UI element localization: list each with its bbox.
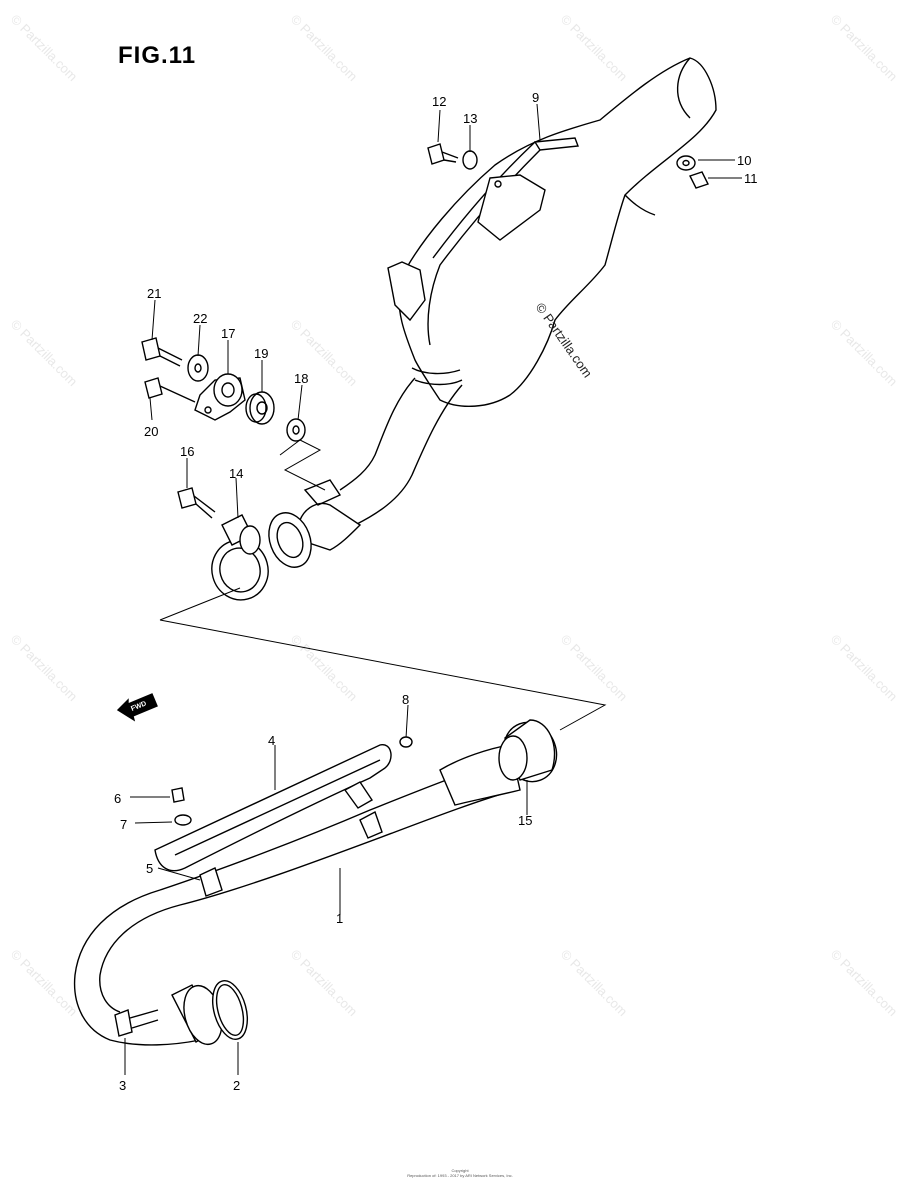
connector-pipe	[268, 377, 463, 568]
watermark-text: © Partzilla.com	[828, 947, 901, 1020]
watermark-text: © Partzilla.com	[558, 947, 631, 1020]
callout-11: 11	[744, 171, 758, 186]
page-footer: Copyright Reproduction of: 1993 - 2017 b…	[380, 1168, 540, 1178]
small-fasteners	[171, 736, 413, 826]
callout-17: 17	[221, 326, 235, 341]
callout-19: 19	[254, 346, 268, 361]
callout-3: 3	[119, 1078, 126, 1093]
muffler-part-9	[387, 57, 717, 408]
fasteners-9-group	[427, 143, 709, 189]
heat-protector-part-4	[154, 744, 392, 872]
watermark-text: © Partzilla.com	[828, 632, 901, 705]
watermark-text: © Partzilla.com	[8, 632, 81, 705]
watermark-text: © Partzilla.com	[8, 12, 81, 85]
callout-1: 1	[336, 911, 343, 926]
exhaust-joint-parts	[114, 980, 248, 1046]
callout-14: 14	[229, 466, 243, 481]
leader-lines	[124, 103, 742, 1075]
watermark-text: © Partzilla.com	[288, 947, 361, 1020]
assembly-guide-lines	[159, 439, 607, 731]
callout-12: 12	[432, 94, 446, 109]
bolt-part-16	[177, 487, 216, 519]
figure-title: FIG.11	[118, 42, 197, 69]
clamp-part-14	[211, 514, 269, 601]
callout-8: 8	[402, 692, 409, 707]
callout-4: 4	[268, 733, 275, 748]
watermark-text: © Partzilla.com	[558, 12, 631, 85]
watermark-text: © Partzilla.com	[8, 317, 81, 390]
background-watermarks: © Partzilla.com © Partzilla.com © Partzi…	[8, 12, 901, 1020]
exhaust-header-pipe-part-1	[73, 721, 558, 1046]
watermark-text: © Partzilla.com	[288, 12, 361, 85]
callout-16: 16	[180, 444, 194, 459]
watermark-text: © Partzilla.com	[828, 317, 901, 390]
callout-18: 18	[294, 371, 308, 386]
watermark-text: © Partzilla.com	[288, 632, 361, 705]
callout-6: 6	[114, 791, 121, 806]
callout-9: 9	[532, 90, 539, 105]
gasket-part-15	[498, 719, 556, 781]
callout-10: 10	[737, 153, 751, 168]
forward-direction-arrow: FWD	[116, 693, 158, 722]
callout-21: 21	[147, 286, 161, 301]
callout-2: 2	[233, 1078, 240, 1093]
callout-13: 13	[463, 111, 477, 126]
watermark-text: © Partzilla.com	[828, 12, 901, 85]
callout-22: 22	[193, 311, 207, 326]
watermark-text: © Partzilla.com	[558, 632, 631, 705]
watermark-text: © Partzilla.com	[8, 947, 81, 1020]
footer-reproduction: Reproduction of: 1993 - 2017 by ARI Netw…	[407, 1173, 513, 1178]
callout-20: 20	[144, 424, 158, 439]
callout-15: 15	[518, 813, 532, 828]
callout-5: 5	[146, 861, 153, 876]
callout-7: 7	[120, 817, 127, 832]
footer-copyright: Copyright	[451, 1168, 469, 1173]
mounting-cluster	[141, 337, 306, 442]
